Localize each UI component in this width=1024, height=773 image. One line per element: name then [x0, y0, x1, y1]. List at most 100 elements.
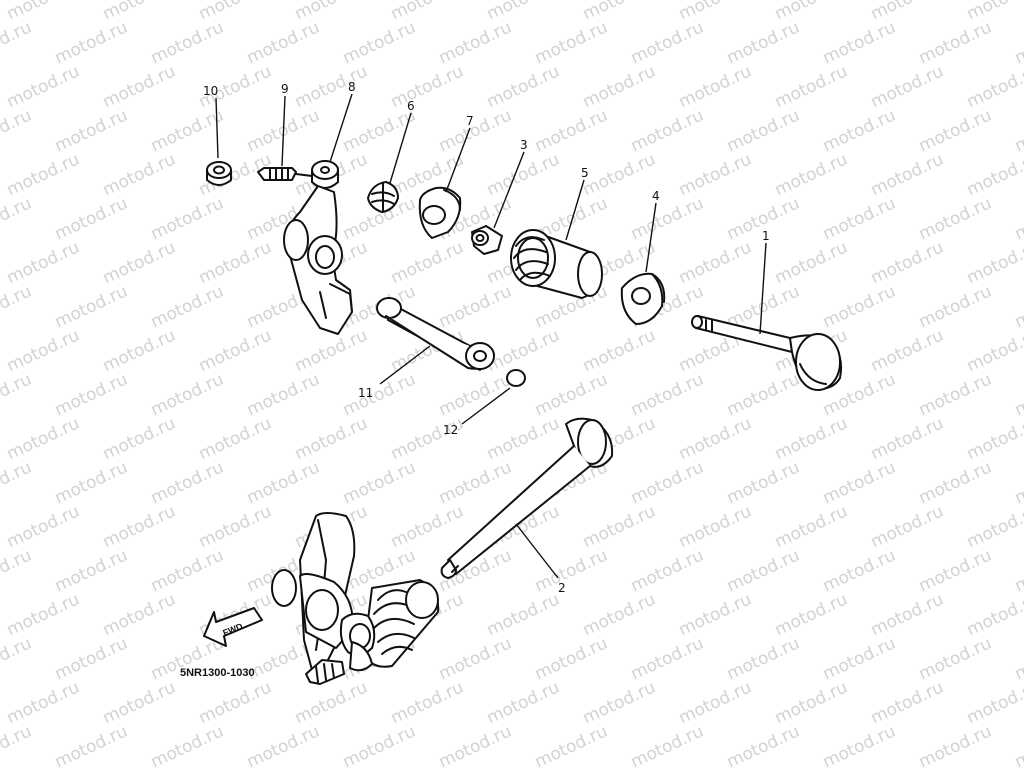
part-3-valve-cotter	[471, 225, 503, 255]
watermark-text: motod.ru	[100, 61, 179, 112]
watermark-text: motod.ru	[4, 61, 83, 112]
watermark-text: motod.ru	[676, 413, 755, 464]
watermark-text: motod.ru	[964, 149, 1024, 200]
watermark-text: motod.ru	[628, 545, 707, 596]
watermark-text: motod.ru	[1012, 457, 1024, 508]
watermark-text: motod.ru	[52, 105, 131, 156]
watermark-text: motod.ru	[916, 457, 995, 508]
watermark-text: motod.ru	[4, 237, 83, 288]
watermark-text: motod.ru	[868, 677, 947, 728]
watermark-text: motod.ru	[724, 457, 803, 508]
watermark-text: motod.ru	[388, 0, 467, 25]
leader-8	[329, 93, 353, 163]
watermark-text: motod.ru	[52, 633, 131, 684]
watermark-text: motod.ru	[244, 721, 323, 768]
watermark-text: motod.ru	[820, 721, 899, 768]
watermark-text: motod.ru	[772, 677, 851, 728]
watermark-text: motod.ru	[772, 589, 851, 640]
watermark-text: motod.ru	[1012, 281, 1024, 332]
watermark-text: motod.ru	[4, 0, 83, 25]
part-9-adjusting-screw	[257, 167, 313, 181]
watermark-text: motod.ru	[628, 193, 707, 244]
watermark-text: motod.ru	[292, 677, 371, 728]
watermark-text: motod.ru	[0, 545, 35, 596]
watermark-text: motod.ru	[772, 149, 851, 200]
leader-4	[645, 202, 657, 273]
watermark-text: motod.ru	[676, 0, 755, 25]
callout-6: 6	[407, 99, 415, 113]
callout-11: 11	[358, 386, 373, 400]
watermark-text: motod.ru	[0, 281, 35, 332]
watermark-text: motod.ru	[244, 457, 323, 508]
watermark-text: motod.ru	[772, 501, 851, 552]
callout-4: 4	[652, 189, 660, 203]
watermark-text: motod.ru	[484, 413, 563, 464]
watermark-text: motod.ru	[724, 633, 803, 684]
watermark-text: motod.ru	[1012, 193, 1024, 244]
watermark-text: motod.ru	[148, 369, 227, 420]
part-4-spring-seat	[620, 272, 666, 325]
watermark-text: motod.ru	[964, 501, 1024, 552]
watermark-text: motod.ru	[724, 545, 803, 596]
watermark-text: motod.ru	[484, 149, 563, 200]
watermark-text: motod.ru	[52, 193, 131, 244]
watermark-text: motod.ru	[292, 413, 371, 464]
watermark-text: motod.ru	[676, 589, 755, 640]
callout-8: 8	[348, 80, 356, 94]
watermark-text: motod.ru	[4, 325, 83, 376]
watermark-text: motod.ru	[4, 413, 83, 464]
watermark-text: motod.ru	[676, 149, 755, 200]
watermark-text: motod.ru	[4, 501, 83, 552]
watermark-text: motod.ru	[1012, 633, 1024, 684]
watermark-text: motod.ru	[964, 677, 1024, 728]
watermark-text: motod.ru	[196, 501, 275, 552]
leader-7	[445, 127, 471, 193]
part-2-intake-valve	[440, 417, 614, 579]
watermark-text: motod.ru	[436, 281, 515, 332]
watermark-text: motod.ru	[52, 17, 131, 68]
watermark-text: motod.ru	[244, 17, 323, 68]
watermark-text: motod.ru	[436, 633, 515, 684]
watermark-text: motod.ru	[772, 237, 851, 288]
part-11-rocker-shaft	[376, 297, 495, 371]
watermark-text: motod.ru	[628, 633, 707, 684]
watermark-text: motod.ru	[196, 677, 275, 728]
watermark-text: motod.ru	[340, 457, 419, 508]
watermark-text: motod.ru	[0, 105, 35, 156]
watermark-text: motod.ru	[628, 369, 707, 420]
watermark-text: motod.ru	[580, 501, 659, 552]
leader-9	[281, 95, 286, 167]
watermark-text: motod.ru	[916, 545, 995, 596]
watermark-text: motod.ru	[820, 281, 899, 332]
watermark-text: motod.ru	[484, 61, 563, 112]
watermark-text: motod.ru	[484, 0, 563, 25]
watermark-text: motod.ru	[148, 193, 227, 244]
watermark-text: motod.ru	[340, 105, 419, 156]
watermark-text: motod.ru	[148, 17, 227, 68]
watermark-text: motod.ru	[916, 369, 995, 420]
part-1-exhaust-valve	[691, 315, 842, 391]
leader-lines	[215, 93, 767, 579]
watermark-text: motod.ru	[580, 589, 659, 640]
watermark-text: motod.ru	[0, 721, 35, 768]
watermark-text: motod.ru	[868, 413, 947, 464]
watermark-text: motod.ru	[964, 325, 1024, 376]
watermark-text: motod.ru	[916, 17, 995, 68]
leader-12	[461, 387, 511, 425]
watermark-text: motod.ru	[916, 721, 995, 768]
watermark-text: motod.ru	[100, 413, 179, 464]
watermark-text: motod.ru	[580, 325, 659, 376]
leader-2	[515, 523, 559, 579]
watermark-text: motod.ru	[0, 457, 35, 508]
watermark-text: motod.ru	[1012, 105, 1024, 156]
watermark-text: motod.ru	[196, 325, 275, 376]
watermark-text: motod.ru	[628, 457, 707, 508]
watermark-text: motod.ru	[148, 457, 227, 508]
watermark-text: motod.ru	[52, 281, 131, 332]
watermark-text: motod.ru	[676, 237, 755, 288]
watermark-text: motod.ru	[100, 0, 179, 25]
watermark-text: motod.ru	[580, 677, 659, 728]
watermark-text: motod.ru	[868, 237, 947, 288]
part-10-locknut	[206, 161, 232, 186]
